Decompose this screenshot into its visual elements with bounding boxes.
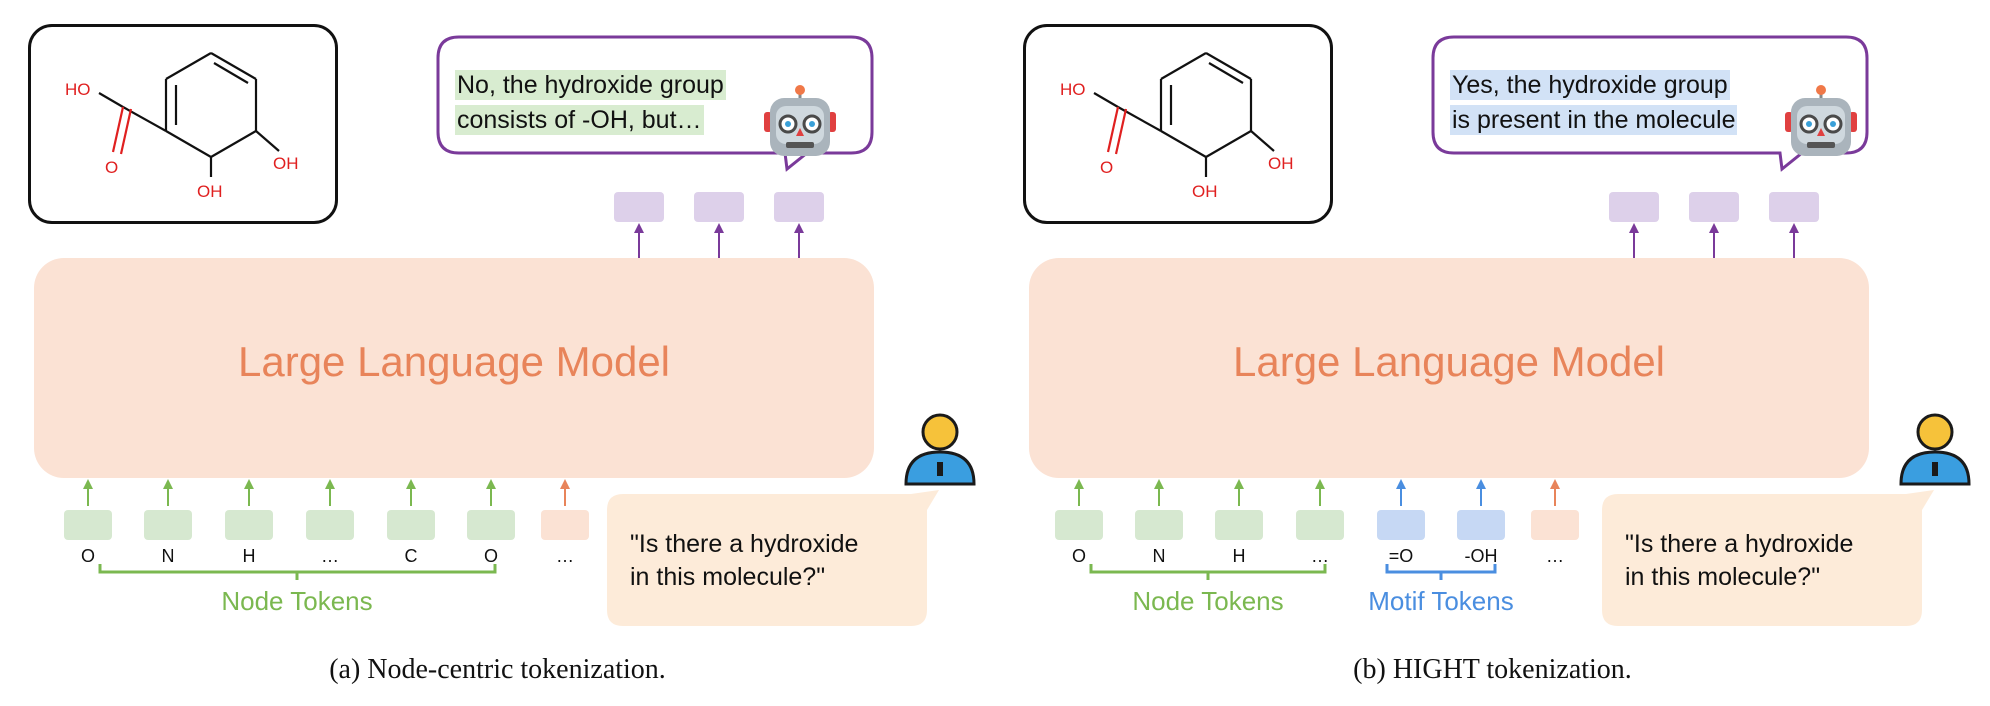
node-token: [225, 510, 273, 540]
atom-label: OH: [197, 182, 223, 201]
output-token: [1769, 192, 1819, 222]
text-token: [541, 510, 589, 540]
molecule-structure: HO O OH OH: [65, 52, 299, 201]
panel-hight: HO O OH OH Yes, the hydroxide group is p…: [995, 0, 1990, 706]
token-label: C: [404, 546, 418, 566]
node-token: [1055, 510, 1103, 540]
user-speech-bubble: [1602, 490, 1934, 626]
user-speech-bubble: [607, 490, 939, 626]
token-flow: [64, 192, 824, 580]
node-tokens-bracket: [1089, 564, 1327, 580]
user-icon: [904, 413, 976, 486]
output-token: [1689, 192, 1739, 222]
atom-label: HO: [65, 80, 91, 99]
bot-answer: Yes, the hydroxide group is present in t…: [1450, 68, 1770, 138]
node-token: [387, 510, 435, 540]
robot-icon: [1785, 85, 1857, 156]
output-token: [614, 192, 664, 222]
node-tokens-bracket: [98, 564, 497, 580]
panel-caption: (b) HIGHT tokenization.: [1353, 654, 1632, 685]
token-label: H: [242, 546, 256, 566]
molecule-box: HO O OH OH: [28, 24, 338, 224]
node-token: [1296, 510, 1344, 540]
user-question-line: "Is there a hydroxide: [1625, 530, 1854, 558]
user-question-line: in this molecule?": [1625, 563, 1821, 591]
token-label: O: [80, 546, 95, 566]
token-label: =O: [1388, 546, 1414, 566]
atom-label: O: [105, 158, 118, 177]
robot-icon: [764, 85, 836, 156]
llm-block: [34, 258, 874, 478]
node-token: [64, 510, 112, 540]
llm-label: Large Language Model: [237, 338, 671, 385]
atom-label: OH: [1192, 182, 1218, 201]
molecule-structure: HO O OH OH: [1060, 52, 1294, 201]
user-icon: [1899, 413, 1971, 486]
text-token: [1531, 510, 1579, 540]
motif-token: [1377, 510, 1425, 540]
token-label: …: [1311, 546, 1329, 566]
panel-node-centric: HO O OH OH No, the hydroxide group consi…: [28, 24, 976, 685]
token-label: O: [483, 546, 498, 566]
node-token: [306, 510, 354, 540]
node-tokens-label: Node Tokens: [221, 586, 373, 616]
token-label: …: [321, 546, 339, 566]
token-label: O: [1071, 546, 1086, 566]
atom-label: HO: [1060, 80, 1086, 99]
llm-label: Large Language Model: [1232, 338, 1666, 385]
molecule-box: HO O OH OH: [1023, 24, 1333, 224]
bot-answer-line: is present in the molecule: [1450, 105, 1738, 135]
user-question: "Is there a hydroxide in this molecule?": [630, 528, 930, 594]
motif-tokens-bracket: [1385, 564, 1497, 580]
output-token: [1609, 192, 1659, 222]
token-label: N: [161, 546, 175, 566]
node-token: [1215, 510, 1263, 540]
bot-answer: No, the hydroxide group consists of -OH,…: [455, 68, 775, 138]
bot-answer-line: consists of -OH, but…: [455, 105, 704, 135]
node-tokens-label: Node Tokens: [1132, 586, 1284, 616]
atom-label: O: [1100, 158, 1113, 177]
motif-token: [1457, 510, 1505, 540]
user-question: "Is there a hydroxide in this molecule?": [1625, 528, 1925, 594]
token-label: …: [556, 546, 574, 566]
token-label: H: [1232, 546, 1246, 566]
node-token: [467, 510, 515, 540]
user-question-line: in this molecule?": [630, 563, 826, 591]
token-flow: [1055, 192, 1819, 580]
token-label: -OH: [1464, 546, 1498, 566]
output-token: [694, 192, 744, 222]
bot-answer-line: Yes, the hydroxide group: [1450, 70, 1730, 100]
node-token: [144, 510, 192, 540]
token-label: N: [1152, 546, 1166, 566]
motif-tokens-label: Motif Tokens: [1368, 586, 1514, 616]
output-token: [774, 192, 824, 222]
atom-label: OH: [273, 154, 299, 173]
token-label: …: [1546, 546, 1564, 566]
user-question-line: "Is there a hydroxide: [630, 530, 859, 558]
bot-answer-line: No, the hydroxide group: [455, 70, 726, 100]
panel-caption: (a) Node-centric tokenization.: [329, 654, 666, 685]
node-token: [1135, 510, 1183, 540]
llm-block: [1029, 258, 1869, 478]
atom-label: OH: [1268, 154, 1294, 173]
